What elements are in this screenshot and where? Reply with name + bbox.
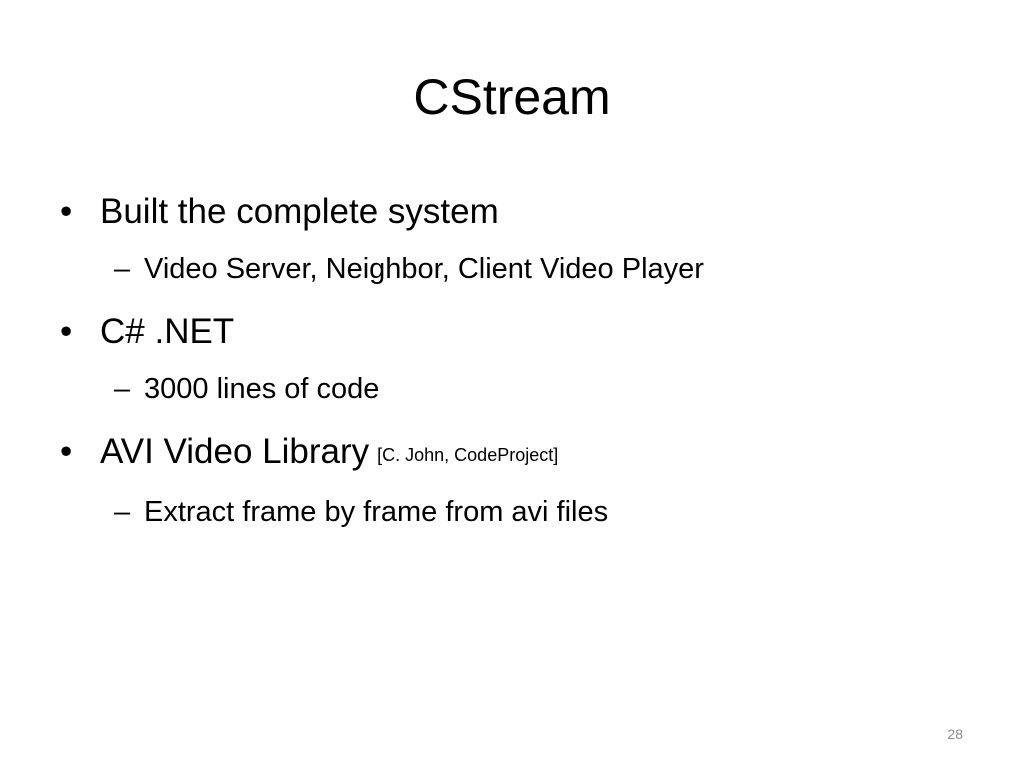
sub-bullet-text: Video Server, Neighbor, Client Video Pla… [144, 253, 704, 285]
citation: [C. John, CodeProject] [377, 445, 559, 465]
bullet-mark: • [60, 432, 73, 471]
sub-bullet-text: Extract frame by frame from avi files [144, 496, 609, 528]
sub-bullet-item: – Video Server, Neighbor, Client Video P… [58, 248, 978, 290]
sub-bullet-mark: – [114, 253, 131, 285]
bullet-item: • Built the complete system [58, 188, 978, 236]
sub-bullet-item: – 3000 lines of code [58, 368, 978, 410]
page-number: 28 [947, 726, 963, 742]
bullet-text: AVI Video Library [100, 432, 370, 471]
bullet-item: • AVI Video Library [C. John, CodeProject… [58, 428, 978, 479]
bullet-item: • C# .NET [58, 308, 978, 356]
sub-bullet-mark: – [114, 496, 131, 528]
bullet-mark: • [60, 192, 73, 231]
bullet-text: C# .NET [100, 312, 235, 351]
bullet-mark: • [60, 312, 73, 351]
bullet-text: Built the complete system [100, 192, 499, 231]
sub-bullet-mark: – [114, 373, 131, 405]
slide-title: CStream [413, 69, 611, 125]
sub-bullet-item: – Extract frame by frame from avi files [58, 491, 978, 533]
sub-bullet-text: 3000 lines of code [144, 373, 380, 405]
slide-content: • Built the complete system – Video Serv… [58, 188, 978, 533]
